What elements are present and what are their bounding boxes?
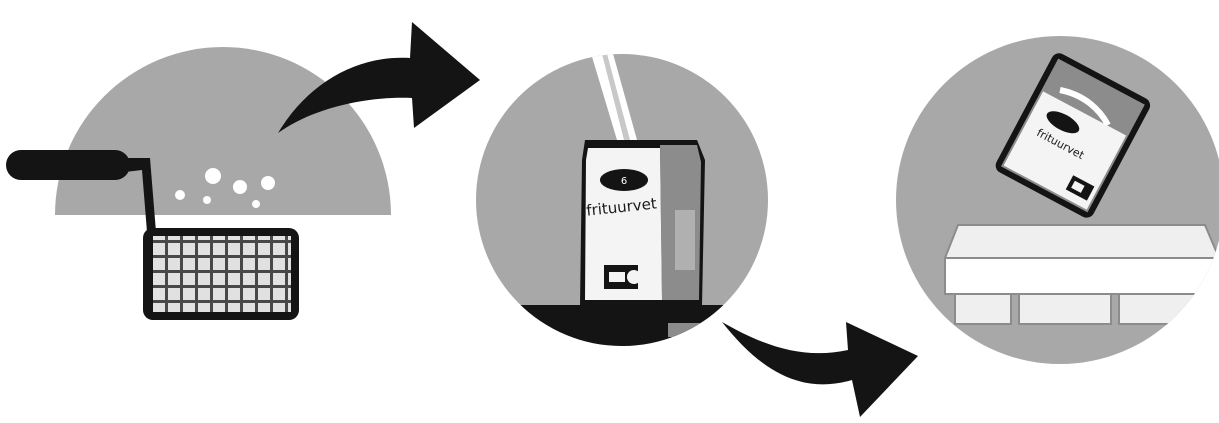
frituurvet-pack-icon: 6 frituurvet [580, 140, 705, 305]
fryer-oil-half-circle [55, 47, 391, 215]
pack-number: 6 [621, 176, 627, 187]
arrow-step2-to-step3 [722, 322, 918, 417]
step-2-pack-scene: 6 frituurvet [470, 50, 780, 365]
step-3-bin-scene: frituurvet [890, 30, 1219, 370]
